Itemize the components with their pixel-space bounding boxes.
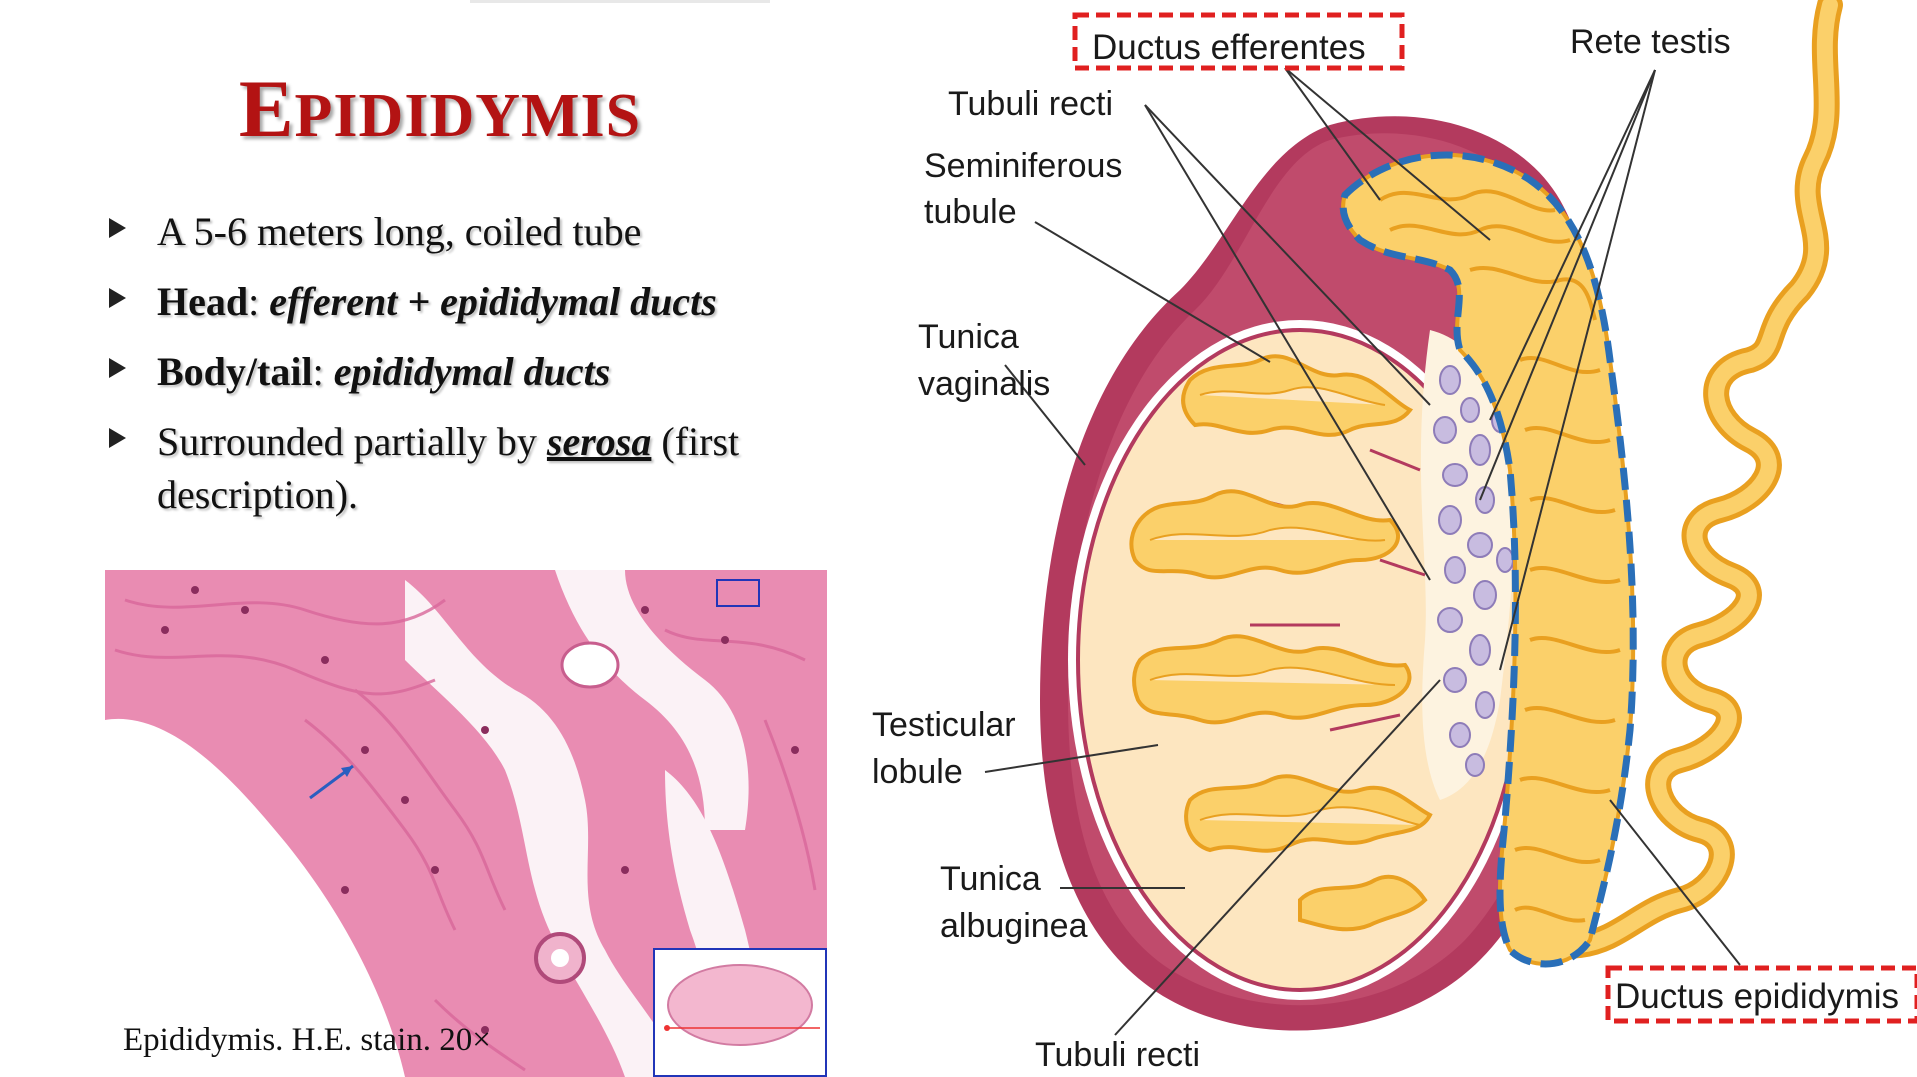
bullet-text: efferent + epididymal ducts bbox=[269, 279, 717, 324]
title-rest: PIDIDYMIS bbox=[294, 82, 642, 150]
bullet-text: (first description). bbox=[157, 419, 740, 517]
ductus-epididymis-highlight-box bbox=[1605, 965, 1917, 1024]
bullet-text: A 5-6 meters long, coiled tube bbox=[157, 209, 642, 254]
bullet-item: Body/tail: epididymal ducts bbox=[105, 345, 825, 398]
label-tunica-vaginalis-line1: Tunica bbox=[918, 318, 1019, 356]
label-testicular-lobule-line2: lobule bbox=[872, 753, 963, 791]
bullet-text: Surrounded partially by bbox=[157, 419, 547, 464]
label-tunica-albuginea-line2: albuginea bbox=[940, 907, 1088, 945]
label-ductus-epididymis: Ductus epididymis bbox=[1615, 977, 1899, 1016]
bullet-triangle-icon bbox=[109, 428, 126, 448]
micrograph: Epididymis. H.E. stain. 20× bbox=[105, 570, 827, 1077]
bullet-item: A 5-6 meters long, coiled tube bbox=[105, 205, 825, 258]
bullet-text: epididymal ducts bbox=[333, 349, 611, 394]
label-ductus-efferentes: Ductus efferentes bbox=[1092, 28, 1366, 67]
label-tunica-vaginalis-line2: vaginalis bbox=[918, 365, 1050, 403]
label-tubuli-recti-top: Tubuli recti bbox=[948, 85, 1113, 123]
bullet-triangle-icon bbox=[109, 358, 126, 378]
bullet-item: Surrounded partially by serosa (first de… bbox=[105, 415, 825, 521]
bullet-triangle-icon bbox=[109, 218, 126, 238]
label-tunica-albuginea-line1: Tunica bbox=[940, 860, 1041, 898]
title-initial: E bbox=[238, 63, 295, 154]
micrograph-inset bbox=[653, 948, 827, 1077]
bullet-text: Head bbox=[157, 279, 249, 324]
micrograph-caption: Epididymis. H.E. stain. 20× bbox=[123, 1022, 491, 1058]
bullet-text: serosa bbox=[546, 419, 652, 464]
bullet-item: Head: efferent + epididymal ducts bbox=[105, 275, 825, 328]
micrograph-image bbox=[105, 570, 827, 1077]
bullet-triangle-icon bbox=[109, 288, 126, 308]
top-rule bbox=[470, 0, 770, 3]
bullet-text: : bbox=[248, 279, 270, 324]
label-testicular-lobule-line1: Testicular bbox=[872, 706, 1016, 744]
bullet-text: : bbox=[312, 349, 334, 394]
label-tubuli-recti-bottom: Tubuli recti bbox=[1035, 1036, 1200, 1074]
lobule-5 bbox=[1298, 874, 1428, 932]
slide-title: EPIDIDYMIS bbox=[0, 62, 880, 156]
label-seminiferous-line1: Seminiferous bbox=[924, 147, 1122, 185]
bullet-text: Body/tail bbox=[157, 349, 313, 394]
label-seminiferous-line2: tubule bbox=[924, 193, 1017, 231]
label-rete-testis: Rete testis bbox=[1570, 23, 1731, 61]
